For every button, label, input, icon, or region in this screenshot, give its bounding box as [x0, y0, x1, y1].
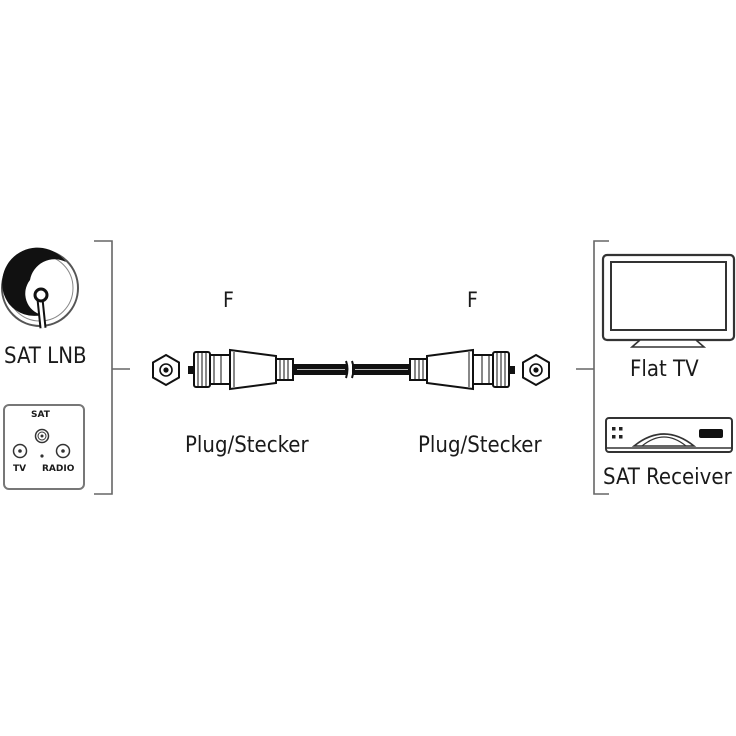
wall-socket-tv-label: TV: [13, 464, 27, 474]
right-connector-type-label: F: [467, 288, 478, 312]
sat-receiver-icon: [605, 417, 733, 453]
flat-tv-icon: [601, 253, 736, 348]
coax-cable: [293, 360, 411, 379]
flat-tv-label: Flat TV: [630, 357, 699, 382]
wall-socket-sat-label: SAT: [31, 410, 50, 420]
left-plug-label: Plug/Stecker: [185, 433, 309, 458]
wall-socket-icon: [3, 404, 85, 490]
left-f-plug-icon: [188, 348, 294, 391]
left-bracket: [94, 240, 113, 495]
right-bracket: [593, 240, 609, 495]
left-connector-type-label: F: [223, 288, 234, 312]
right-f-socket-icon: [522, 353, 550, 387]
wall-socket-radio-label: RADIO: [42, 464, 75, 474]
left-f-socket-icon: [152, 353, 180, 387]
satellite-dish-icon: [1, 247, 79, 329]
sat-receiver-label: SAT Receiver: [603, 465, 732, 490]
right-plug-label: Plug/Stecker: [418, 433, 542, 458]
sat-lnb-label: SAT LNB: [4, 344, 87, 369]
right-f-plug-icon: [409, 348, 515, 391]
